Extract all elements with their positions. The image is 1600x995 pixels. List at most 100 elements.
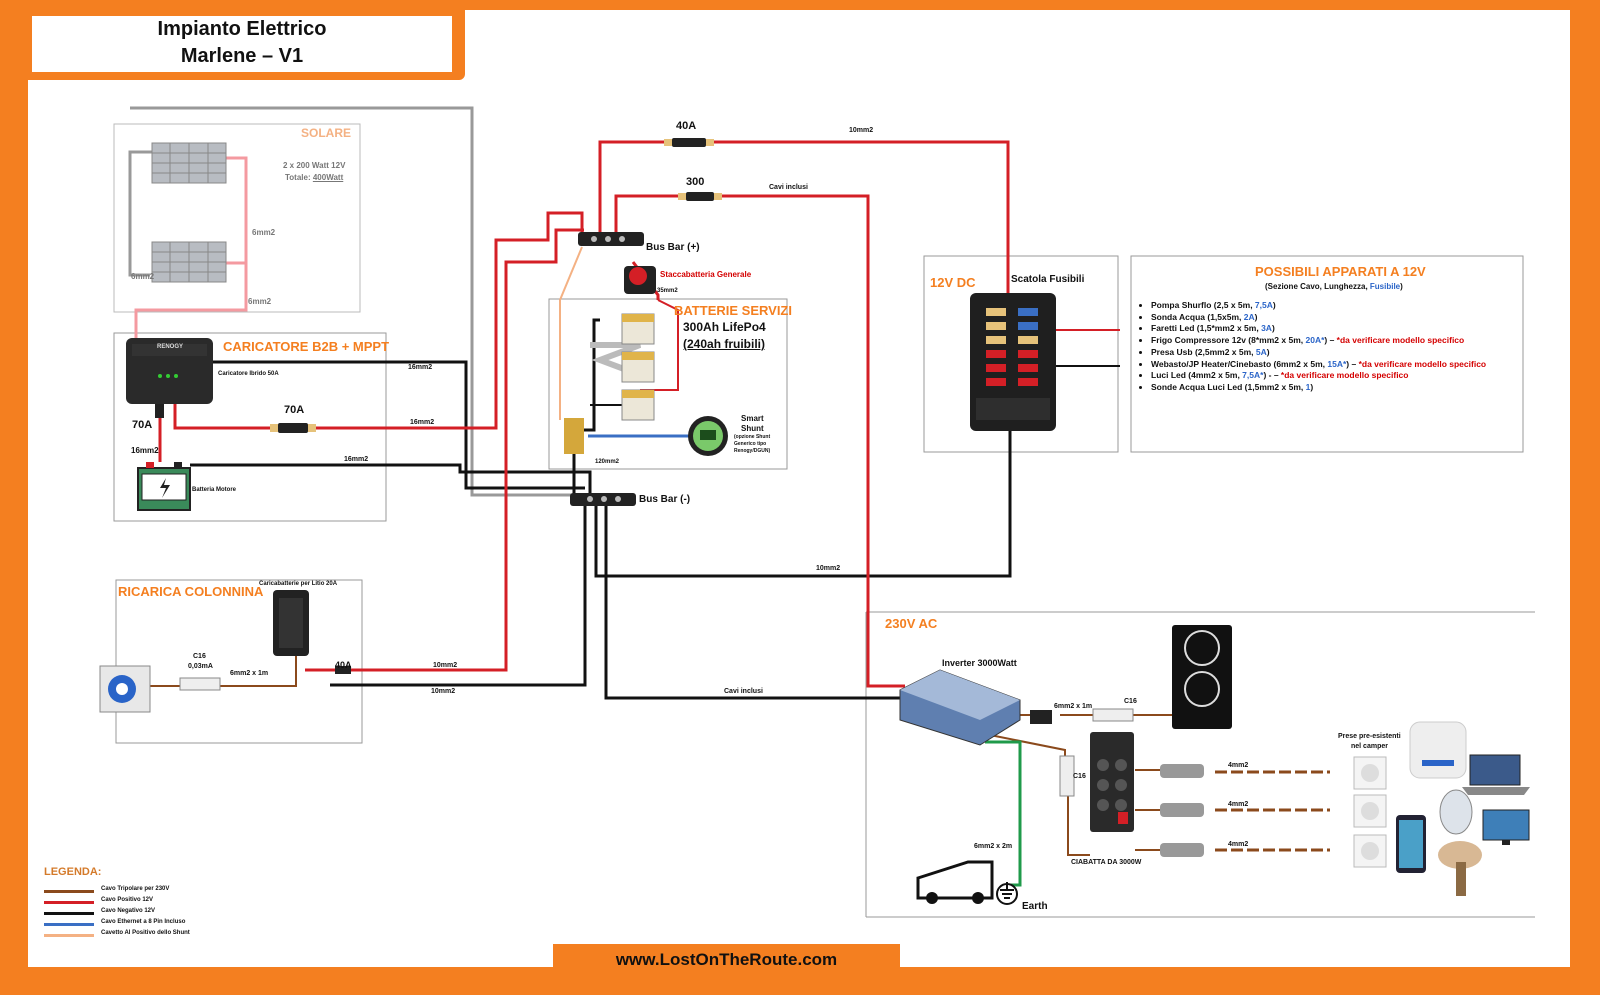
breaker-c16-col-icon (179, 677, 221, 691)
section-batterie: BATTERIE SERVIZI (674, 303, 792, 318)
appliance-list: Pompa Shurflo (2,5 x 5m, 7,5A)Sonda Acqu… (1137, 300, 1486, 394)
hairdryer-icon (1438, 841, 1482, 896)
footer-banner: www.LostOnTheRoute.com (553, 944, 900, 994)
earth-wire (985, 740, 1022, 887)
ac-cable-1-label: 6mm2 x 1m (1054, 703, 1093, 710)
outlet-2-icon (1353, 794, 1387, 828)
solar-grey-link (128, 150, 152, 277)
service-battery-1-icon (621, 313, 655, 345)
appliance-item: Presa Usb (2,5mm2 x 5m, 5A) (1151, 347, 1486, 359)
fuse-70a-mid-label: 70A (284, 404, 305, 416)
fusebox-label: Scatola Fusibili (1011, 274, 1085, 285)
ac-4mm-1: 4mm2 (1228, 762, 1249, 769)
shunt-title-2: Shunt (741, 424, 764, 433)
charger-name: Caricatore Ibrido 50A (218, 371, 279, 377)
title-line-1: Impianto Elettrico (157, 18, 327, 40)
solar-cable-1: 6mm2 (252, 228, 276, 237)
ac-4mm-2: 4mm2 (1228, 801, 1249, 808)
earth-label: Earth (1022, 901, 1048, 912)
col-breaker-label-1: C16 (193, 653, 206, 660)
dc-panel-frame (923, 255, 1119, 453)
col-cable-label: 6mm2 x 1m (230, 670, 269, 677)
wire-label-10mm-neg: 10mm2 (816, 565, 841, 572)
appliance-item: Frigo Compressore 12v (8*mm2 x 5m, 20A*)… (1151, 335, 1486, 347)
laptop-icon (1462, 754, 1530, 795)
battery-usable: (240ah fruibili) (683, 337, 766, 351)
legend-label: Cavetto Al Positivo dello Shunt (101, 930, 190, 936)
shunt-note-3: Renogy/DGUN) (734, 448, 771, 454)
busbar-pos-label: Bus Bar (+) (646, 242, 700, 253)
footer-url[interactable]: www.LostOnTheRoute.com (615, 950, 838, 969)
possibili-subtitle: (Sezione Cavo, Lunghezza, Fusibile) (1265, 282, 1403, 291)
solar-pink-down (134, 261, 248, 338)
service-battery-2-icon (621, 351, 655, 383)
fusebox-pos-wire (598, 140, 1010, 300)
earth-cable-label: 6mm2 x 2m (974, 843, 1013, 850)
ac-wire-4 (1067, 795, 1090, 856)
appliances-panel-frame (1130, 255, 1524, 453)
solar-spec-1: 2 x 200 Watt 12V (283, 161, 346, 170)
shunt-monitor-icon (688, 416, 728, 456)
outlet-3-icon (1353, 834, 1387, 868)
battery-neg-link (574, 318, 600, 432)
solar-panel-2-icon (151, 241, 227, 283)
motor-battery-label: Batteria Motore (192, 487, 237, 493)
busbar-negative-icon (570, 493, 636, 506)
solar-panel-frame (113, 123, 361, 313)
lithium-charger-icon (273, 590, 309, 656)
fusebox-neg-wire (594, 428, 1012, 578)
battery-neg-cable: 120mm2 (595, 459, 620, 465)
battery-panel-frame (548, 298, 788, 470)
ac-4mm-3: 4mm2 (1228, 841, 1249, 848)
fuse-40a-col-label: 40A (335, 660, 352, 670)
fuse-70a-mid-icon (270, 423, 316, 433)
earth-icon (996, 882, 1018, 905)
staccabatteria-label: Staccabatteria Generale (660, 270, 752, 279)
plug-3-icon (1160, 843, 1204, 857)
legend-swatch (44, 912, 94, 915)
solar-spec-2: Totale: 400Watt (285, 173, 344, 182)
ac-breaker-label: C16 (1124, 698, 1137, 705)
inverter-pos-wire (614, 194, 905, 688)
kettle-icon (1439, 789, 1473, 835)
appliance-item: Luci Led (4mm2 x 5m, 7,5A*) - – *da veri… (1151, 370, 1486, 382)
title-box: Impianto Elettrico Marlene – V1 (32, 16, 452, 72)
wire-label-cavi-top: Cavi inclusi (769, 184, 808, 191)
wire-label-cavi-inv: Cavi inclusi (724, 688, 763, 695)
motor-battery-icon (137, 462, 191, 511)
water-heater-icon (1409, 721, 1467, 779)
legend-label: Cavo Tripolare per 230V (101, 886, 170, 892)
section-230v-ac: 230V AC (885, 616, 938, 631)
title-banner: Impianto Elettrico Marlene – V1 (0, 0, 465, 80)
legend-swatch (44, 923, 94, 926)
b2b-charger-icon (126, 338, 213, 404)
solar-cable-3: 6mm2 (248, 297, 272, 306)
battery-pos-link (640, 299, 679, 391)
plug-1-icon (1160, 764, 1204, 778)
tv-icon (1482, 809, 1530, 845)
legend-swatch (44, 934, 94, 937)
appliance-item: Pompa Shurflo (2,5 x 5m, 7,5A) (1151, 300, 1486, 312)
legend-label: Cavo Positivo 12V (101, 897, 154, 903)
fusebox-icon (970, 293, 1056, 431)
legend-swatch (44, 901, 94, 904)
shore-power-socket-icon (99, 665, 151, 713)
colonnina-panel-frame (115, 579, 363, 744)
ac-breaker-2-label: C16 (1073, 773, 1086, 780)
wire-label-16mm-charger: 16mm2 (408, 364, 433, 371)
fuse-300-label: 300 (686, 176, 705, 188)
col-wire-2 (220, 650, 297, 687)
power-strip-icon (1090, 732, 1134, 832)
legend-swatch (44, 890, 94, 893)
legend-title: LEGENDA: (44, 866, 102, 878)
appliance-item: Sonde Acqua Luci Led (1,5mm2 x 5m, 1) (1151, 382, 1486, 394)
outlets-label-2: nel camper (1351, 743, 1388, 750)
fuse-70a-side-label: 70A (132, 419, 153, 431)
battery-switch-icon (624, 266, 656, 294)
breaker-c16-ac-icon (1092, 708, 1134, 722)
induction-hob-icon (1172, 625, 1232, 729)
colonnina-neg-wire (330, 500, 587, 687)
solar-pink-link (226, 156, 248, 265)
busbar-positive-icon (578, 232, 644, 246)
